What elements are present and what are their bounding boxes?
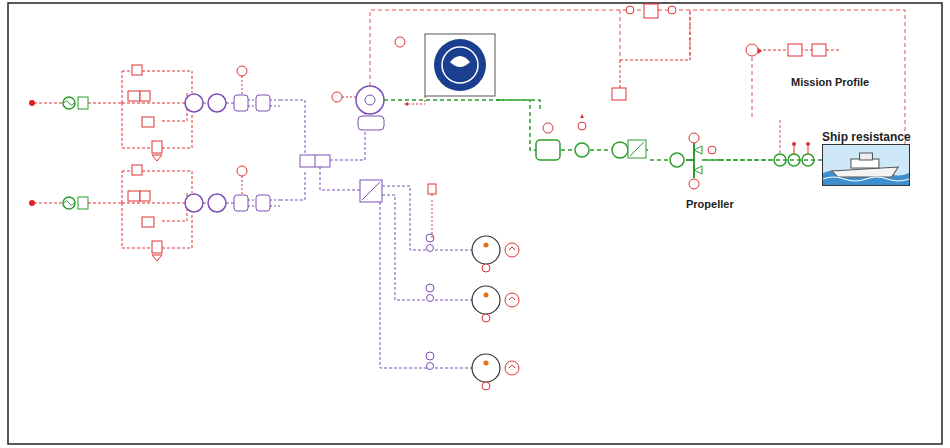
ship-resistance-node: Ship resistance [822, 130, 910, 186]
shaft-connector [720, 160, 822, 161]
block-label: Mission Profile [790, 76, 870, 88]
propeller-symbol [650, 128, 720, 198]
node-heading: Ship resistance [822, 130, 910, 144]
node-label: Propeller [686, 198, 720, 210]
propeller-node: Propeller [650, 128, 720, 210]
ship-picture [823, 145, 909, 185]
ship-illustration [822, 144, 910, 186]
